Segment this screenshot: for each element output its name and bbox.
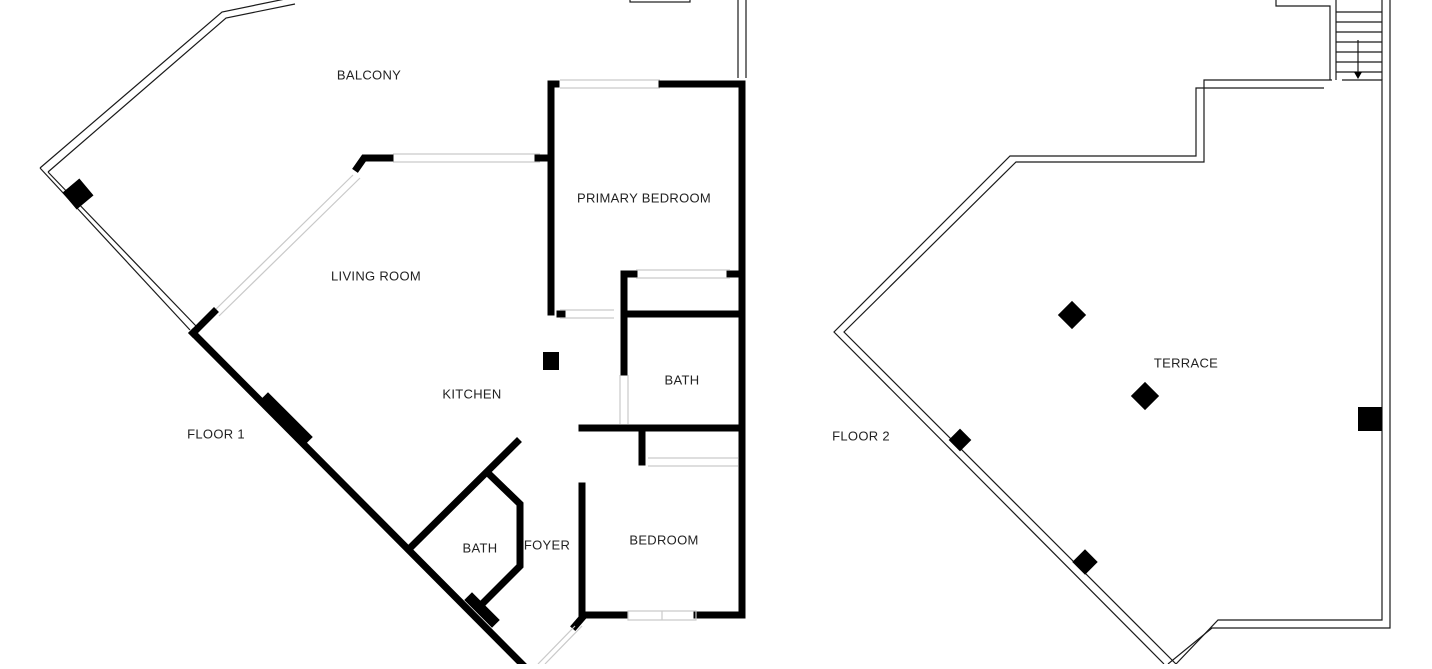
floor-label-2: FLOOR 2: [832, 428, 890, 444]
terrace-outline: [833, 0, 1391, 665]
balcony-column: [62, 178, 94, 210]
room-label-kitchen: KITCHEN: [442, 386, 502, 402]
living-room-windows: [212, 79, 660, 317]
floor1-walls: [188, 80, 746, 669]
terrace-columns: [948, 300, 1382, 575]
room-label-primary-bedroom: PRIMARY BEDROOM: [576, 190, 712, 206]
room-label-terrace: TERRACE: [1153, 355, 1219, 371]
floor1-door-openings: [537, 269, 738, 665]
kitchen-column: [543, 352, 559, 370]
stairs: [1336, 0, 1383, 80]
room-label-bedroom: BEDROOM: [629, 532, 699, 548]
room-label-bath-upper: BATH: [664, 372, 700, 388]
room-label-living-room: LIVING ROOM: [331, 268, 421, 284]
room-label-balcony: BALCONY: [336, 67, 402, 83]
room-label-foyer: FOYER: [523, 537, 571, 553]
room-label-bath-lower: BATH: [462, 540, 498, 556]
floor-label-1: FLOOR 1: [187, 426, 245, 442]
